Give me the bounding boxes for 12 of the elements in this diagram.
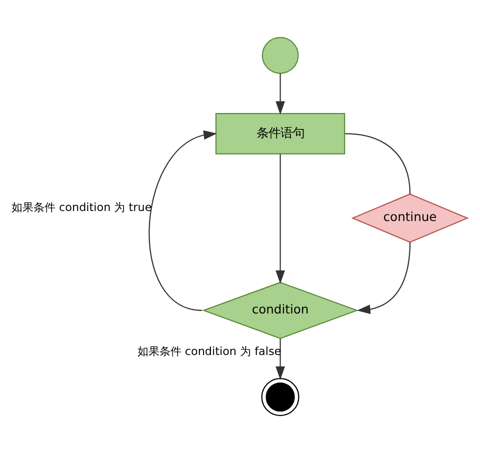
node-diamond: continue <box>351 192 469 242</box>
connector <box>345 132 411 194</box>
arrow <box>276 338 285 380</box>
arrow <box>276 154 285 284</box>
node-circle <box>261 378 300 416</box>
node-box: 条件语句 <box>215 112 346 154</box>
arrow <box>148 130 218 310</box>
arrow <box>356 242 411 314</box>
node-circle <box>262 36 299 74</box>
edge-label: 如果条件 condition 为 true <box>11 200 152 214</box>
node-diamond: condition <box>202 281 359 338</box>
arrow <box>276 72 285 114</box>
